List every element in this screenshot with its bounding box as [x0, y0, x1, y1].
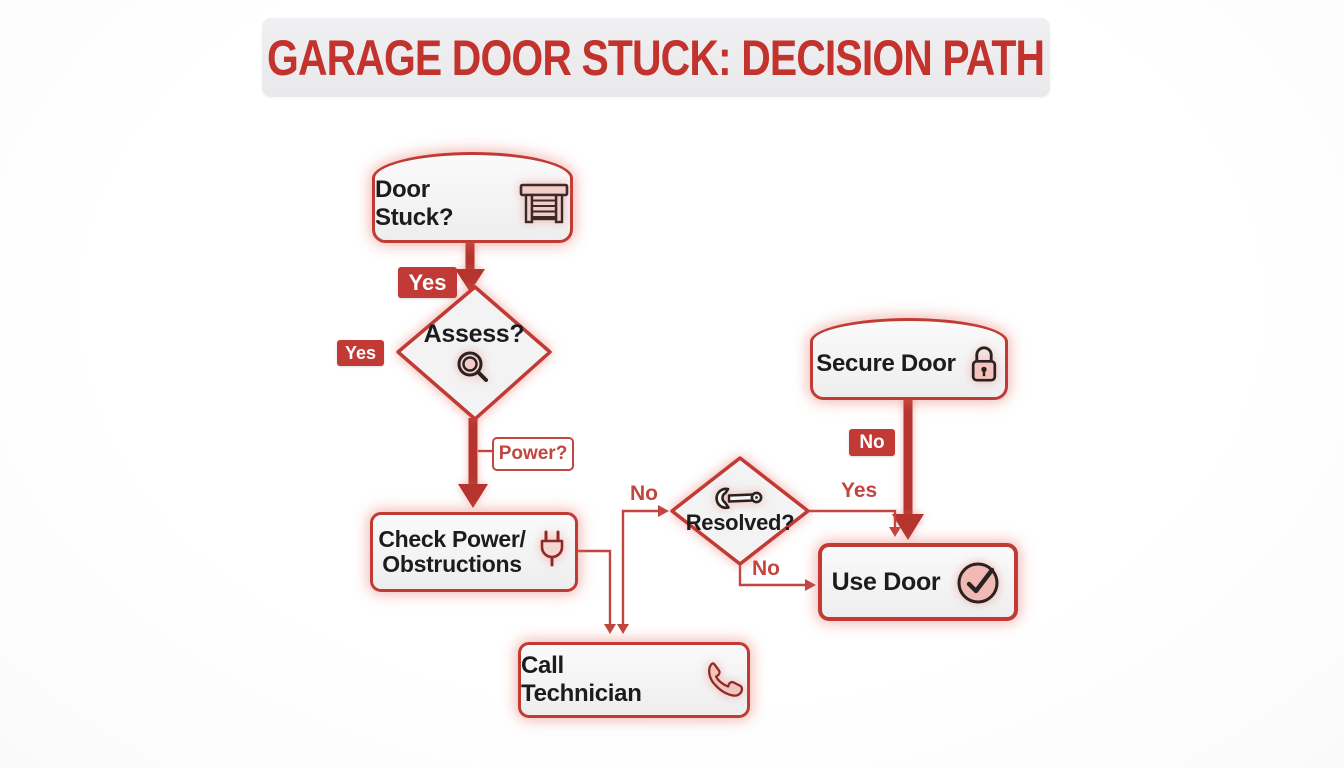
node-call-technician: Call Technician: [518, 642, 750, 718]
assess-label: Assess?: [423, 319, 525, 348]
check-power-label: Check Power/ Obstructions: [378, 526, 526, 577]
label-no-resolved-bottom: No: [752, 557, 780, 580]
arrow-secure-to-usedoor: [892, 397, 924, 540]
title-banner: GARAGE DOOR STUCK: DECISION PATH: [262, 18, 1050, 97]
check-power-line1: Check Power/: [378, 526, 526, 553]
node-check-power: Check Power/ Obstructions: [370, 512, 578, 592]
call-technician-label: Call Technician: [521, 652, 642, 707]
page-title: GARAGE DOOR STUCK: DECISION PATH: [267, 29, 1045, 86]
arrow-assess-to-checkpower: [458, 418, 488, 508]
node-use-door: Use Door: [818, 543, 1018, 621]
arrow-door-to-assess: [455, 243, 485, 292]
badge-yes-top: Yes: [398, 267, 457, 298]
check-power-line2: Obstructions: [382, 551, 522, 577]
secure-door-label: Secure Door: [816, 350, 956, 377]
label-no-resolved-left: No: [630, 482, 658, 505]
node-resolved: Resolved?: [672, 463, 808, 559]
node-assess: Assess?: [398, 292, 550, 414]
line-resolved-no-left: [617, 505, 669, 634]
label-power: Power?: [492, 437, 574, 471]
node-secure-door: Secure Door: [810, 318, 1008, 400]
wrench-icon: [715, 486, 765, 510]
check-circle-icon: [954, 557, 1004, 607]
plug-icon: [534, 530, 570, 574]
padlock-icon: [966, 343, 1002, 385]
label-yes-resolved: Yes: [841, 479, 878, 502]
node-door-stuck: Door Stuck?: [372, 152, 573, 243]
garage-door-icon: [518, 181, 570, 227]
magnifier-icon: [453, 349, 495, 387]
node-resolved-shape: [670, 456, 810, 566]
door-stuck-label: Door Stuck?: [375, 175, 454, 231]
use-door-label: Use Door: [831, 567, 941, 596]
resolved-label: Resolved?: [685, 510, 795, 535]
line-resolved-yes: [806, 509, 901, 537]
phone-icon: [701, 657, 747, 703]
badge-no-secure: No: [849, 429, 895, 456]
line-resolved-no-bottom: [738, 562, 816, 591]
line-checkpower-to-call: [578, 549, 616, 634]
badge-yes-left: Yes: [337, 340, 384, 366]
